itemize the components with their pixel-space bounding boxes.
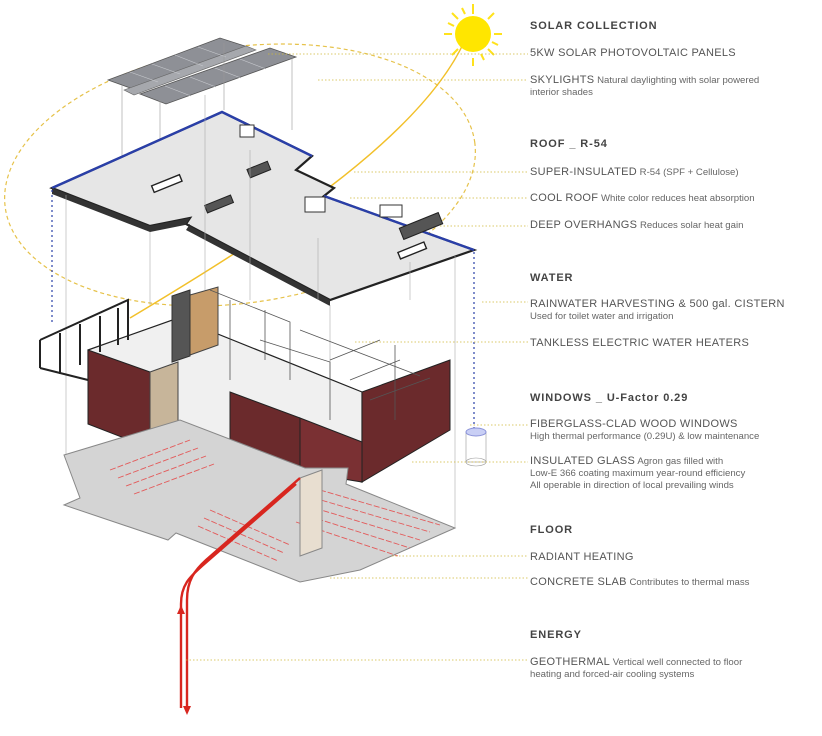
item-desc-line: All operable in direction of local preva…: [530, 480, 734, 491]
item-head: 5kW SOLAR PHOTOVOLTAIC PANELS: [530, 47, 736, 59]
leader-lines: [186, 53, 528, 661]
item-solar-panels: 5kW SOLAR PHOTOVOLTAIC PANELS: [530, 47, 820, 60]
item-desc: Natural daylighting with solar powered: [597, 75, 760, 86]
item-head: SUPER-INSULATED: [530, 166, 637, 178]
item-desc: Vertical well connected to floor: [612, 657, 743, 668]
item-desc-line: heating and forced-air cooling systems: [530, 669, 695, 680]
section-title-water: WATER: [530, 272, 574, 284]
item-deep-overhangs: DEEP OVERHANGS Reduces solar heat gain: [530, 219, 820, 232]
item-head: DEEP OVERHANGS: [530, 219, 638, 231]
geothermal-pipe-icon: [177, 477, 301, 715]
item-desc-line: Used for toilet water and irrigation: [530, 311, 674, 322]
item-concrete-slab: CONCRETE SLAB Contributes to thermal mas…: [530, 576, 820, 589]
item-radiant-heating: RADIANT HEATING: [530, 551, 820, 564]
item-super-insulated: SUPER-INSULATED R-54 (SPF + Cellulose): [530, 166, 820, 179]
section-title-solar: SOLAR COLLECTION: [530, 20, 658, 32]
item-insulated-glass: INSULATED GLASS Agron gas filled with Lo…: [530, 455, 820, 492]
item-desc: Agron gas filled with: [637, 456, 724, 467]
item-desc: Contributes to thermal mass: [629, 577, 750, 588]
item-desc: Reduces solar heat gain: [639, 220, 744, 231]
item-desc: White color reduces heat absorption: [600, 193, 755, 204]
item-cool-roof: COOL ROOF White color reduces heat absor…: [530, 192, 820, 205]
item-rainwater: RAINWATER HARVESTING & 500 gal. CISTERN …: [530, 298, 820, 323]
section-title-energy: ENERGY: [530, 629, 582, 641]
floor-slab: [62, 419, 457, 583]
item-tankless-heaters: TANKLESS ELECTRIC WATER HEATERS: [530, 337, 820, 350]
item-desc: R-54 (SPF + Cellulose): [639, 167, 739, 178]
item-head: RADIANT HEATING: [530, 551, 634, 563]
item-head: SKYLIGHTS: [530, 74, 595, 86]
section-title-windows: WINDOWS _ U-Factor 0.29: [530, 392, 689, 404]
item-head: INSULATED GLASS: [530, 455, 636, 467]
item-head: GEOTHERMAL: [530, 656, 611, 668]
skylight-icon: [150, 124, 444, 260]
section-title-roof: ROOF _ R-54: [530, 138, 608, 150]
item-fiberglass-windows: FIBERGLASS-CLAD WOOD WINDOWS High therma…: [530, 418, 820, 443]
item-head: COOL ROOF: [530, 192, 599, 204]
item-desc-line: interior shades: [530, 87, 593, 98]
solar-panel-icon: [106, 37, 298, 105]
item-geothermal: GEOTHERMAL Vertical well connected to fl…: [530, 656, 820, 681]
item-head: RAINWATER HARVESTING & 500 gal. CISTERN: [530, 298, 785, 310]
cistern-icon: [465, 427, 487, 467]
item-skylights: SKYLIGHTS Natural daylighting with solar…: [530, 74, 820, 99]
sun-icon: [444, 4, 502, 66]
roof-slab: [49, 110, 478, 306]
item-head: CONCRETE SLAB: [530, 576, 627, 588]
item-desc-line: Low-E 366 coating maximum year-round eff…: [530, 468, 746, 479]
section-title-floor: FLOOR: [530, 524, 573, 536]
item-desc-line: High thermal performance (0.29U) & low m…: [530, 431, 760, 442]
item-head: TANKLESS ELECTRIC WATER HEATERS: [530, 337, 750, 349]
item-head: FIBERGLASS-CLAD WOOD WINDOWS: [530, 418, 738, 430]
